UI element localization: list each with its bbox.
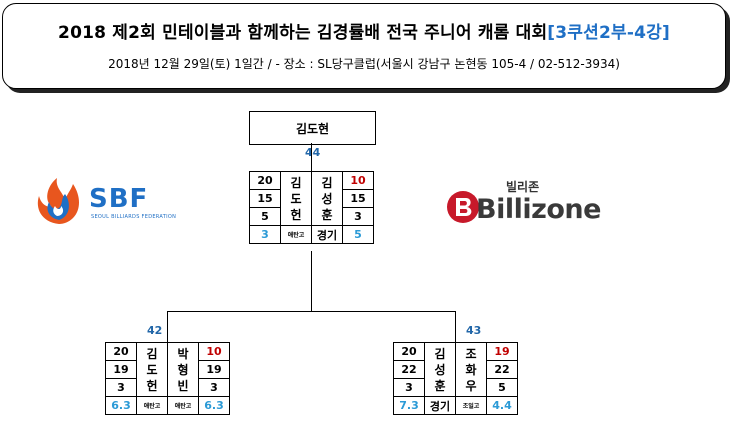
score-cell: 22 (486, 360, 518, 379)
header-box: 2018 제2회 민테이블과 함께하는 김경률배 전국 주니어 캐롬 대회[3쿠… (2, 3, 726, 89)
bracket-line (167, 311, 455, 312)
school-label: 경기 (311, 225, 343, 244)
average-cell: 5 (342, 225, 374, 244)
match-number-semi2: 43 (466, 324, 482, 337)
billizone-b-icon (447, 191, 479, 223)
title-main: 2018 제2회 민테이블과 함께하는 김경률배 전국 주니어 캐롬 대회 (58, 23, 548, 43)
score-cell: 3 (198, 378, 230, 397)
score-cell: 19 (198, 360, 230, 379)
title-highlight: [3쿠션2부-4강] (547, 23, 670, 43)
billizone-text: Billizone (476, 194, 601, 225)
score-cell: 3 (342, 207, 374, 226)
sbf-flame-icon (37, 178, 79, 224)
match-number-final: 44 (305, 146, 321, 159)
bracket-line (311, 143, 312, 171)
school-label: 애탄고 (136, 396, 168, 415)
school-label: 애탄고 (167, 396, 199, 415)
score-cell: 20 (249, 171, 281, 190)
bracket-line (311, 251, 312, 311)
score-cell: 10 (342, 171, 374, 190)
bracket-line (167, 311, 168, 342)
match-number-semi1: 42 (147, 324, 163, 337)
average-cell: 7.3 (393, 396, 425, 415)
score-cell: 15 (249, 189, 281, 208)
average-cell: 4.4 (486, 396, 518, 415)
average-cell: 6.3 (105, 396, 137, 415)
score-cell: 22 (393, 360, 425, 379)
sbf-subtext: SEOUL BILLIARDS FEDERATION (91, 214, 177, 220)
score-cell: 10 (198, 342, 230, 361)
bracket-line (455, 311, 456, 342)
sbf-logo: SBF SEOUL BILLIARDS FEDERATION (33, 176, 183, 226)
winner-box: 김도현 (249, 111, 376, 145)
score-cell: 5 (486, 378, 518, 397)
average-cell: 3 (249, 225, 281, 244)
page-subtitle: 2018년 12월 29일(토) 1일간 / - 장소 : SL당구클럽(서울시… (108, 57, 620, 71)
score-cell: 19 (105, 360, 137, 379)
school-label: 애탄고 (280, 225, 312, 244)
score-cell: 20 (105, 342, 137, 361)
sbf-text: SBF (89, 184, 149, 214)
average-cell: 6.3 (198, 396, 230, 415)
score-cell: 3 (105, 378, 137, 397)
score-cell: 20 (393, 342, 425, 361)
school-label: 조일고 (455, 396, 487, 415)
school-label: 경기 (424, 396, 456, 415)
billizone-korean: 빌리존 (506, 180, 540, 194)
score-cell: 15 (342, 189, 374, 208)
score-cell: 5 (249, 207, 281, 226)
billizone-logo: 빌리존 Billizone (446, 178, 601, 228)
page-title: 2018 제2회 민테이블과 함께하는 김경률배 전국 주니어 캐롬 대회[3쿠… (3, 18, 725, 43)
score-cell: 3 (393, 378, 425, 397)
score-cell: 19 (486, 342, 518, 361)
